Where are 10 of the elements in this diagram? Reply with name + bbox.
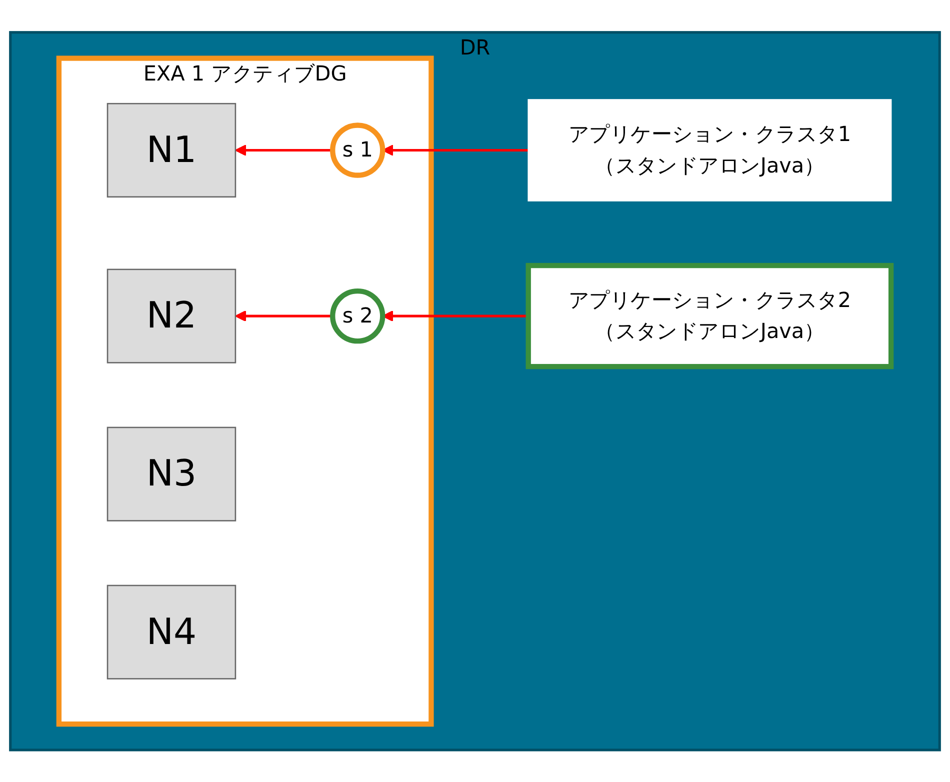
node-circle: s 2 <box>330 288 386 344</box>
node-box: アプリケーション・クラスタ2（スタンドアロンJava） <box>526 262 894 369</box>
arrow <box>382 144 528 156</box>
node-box: N3 <box>106 426 236 522</box>
node-circle: s 1 <box>330 122 386 178</box>
node-box: N4 <box>106 584 236 680</box>
node-box: アプリケーション・クラスタ1（スタンドアロンJava） <box>528 98 892 202</box>
node-box: N1 <box>106 102 236 198</box>
arrow <box>382 310 528 322</box>
node-box: N2 <box>106 268 236 364</box>
